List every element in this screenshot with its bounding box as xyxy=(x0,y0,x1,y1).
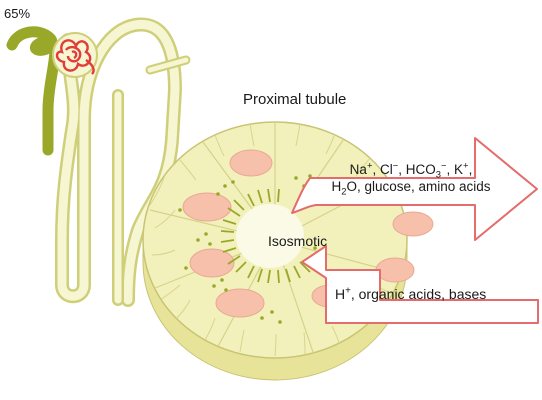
reabsorbed-line-1: Na+, Cl−, HCO3−, K+, xyxy=(349,160,473,181)
lumen-label: Isosmotic xyxy=(268,233,328,249)
glomerulus xyxy=(55,39,95,75)
secreted-substances-label: H+, organic acids, bases xyxy=(335,285,487,302)
reabsorbed-substances-label: Na+, Cl−, HCO3−, K+, H2O, glucose, amino… xyxy=(306,160,516,198)
reabsorbed-line-2: H2O, glucose, amino acids xyxy=(331,179,491,198)
secretion-arrow xyxy=(301,245,539,324)
section-title: Proximal tubule xyxy=(243,91,347,108)
tubule-cross-section xyxy=(142,121,434,381)
proximal-segment-highlight xyxy=(6,26,61,156)
percent-label: 65% xyxy=(4,6,31,21)
reabsorption-arrow xyxy=(291,137,538,241)
